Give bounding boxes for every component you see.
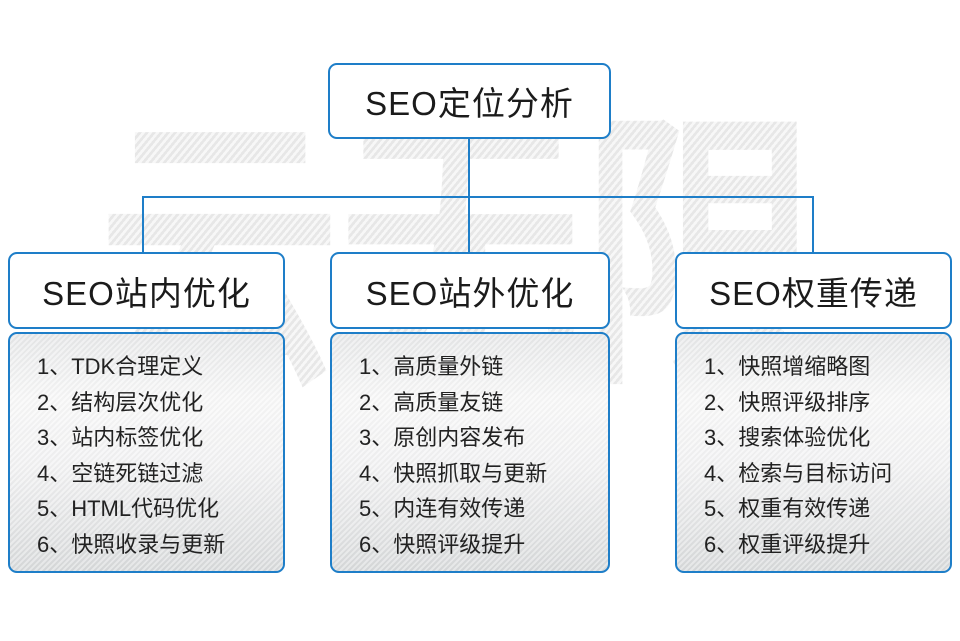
branch-node-offsite: SEO站外优化: [330, 252, 610, 329]
root-node: SEO定位分析: [328, 63, 611, 139]
list-item: 5、HTML代码优化: [37, 496, 220, 522]
panel-onsite-list: 1、TDK合理定义 2、结构层次优化 3、站内标签优化 4、空链死链过滤 5、HTML代…: [10, 334, 283, 563]
list-item: 5、权重有效传递: [704, 496, 871, 522]
connector-middle-vertical: [468, 197, 470, 253]
list-item: 6、快照收录与更新: [37, 531, 226, 557]
list-item: 1、高质量外链: [359, 354, 504, 379]
list-item: 4、检索与目标访问: [704, 460, 893, 486]
branch-node-onsite-label: SEO站内优化: [42, 274, 251, 312]
panel-offsite-list: 1、高质量外链 2、高质量友链 3、原创内容发布 4、快照抓取与更新 5、内连有效传递 6…: [332, 334, 608, 563]
list-item: 6、权重评级提升: [704, 531, 871, 557]
panel-weight-list: 1、快照增缩略图 2、快照评级排序 3、搜索体验优化 4、检索与目标访问 5、权重有效传…: [677, 334, 950, 563]
list-item: 2、高质量友链: [359, 389, 504, 415]
list-item: 1、快照增缩略图: [704, 354, 871, 379]
branch-node-offsite-label: SEO站外优化: [365, 274, 575, 312]
connector-left-vertical: [142, 197, 144, 253]
list-item: 2、结构层次优化: [37, 389, 204, 415]
list-item: 4、空链死链过滤: [37, 460, 204, 486]
panel-onsite: 1、TDK合理定义 2、结构层次优化 3、站内标签优化 4、空链死链过滤 5、HTML代…: [8, 332, 285, 573]
panel-weight: 1、快照增缩略图 2、快照评级排序 3、搜索体验优化 4、检索与目标访问 5、权重有效传…: [675, 332, 952, 573]
list-item: 5、内连有效传递: [359, 496, 526, 522]
list-item: 2、快照评级排序: [704, 389, 871, 415]
branch-node-onsite: SEO站内优化: [8, 252, 285, 329]
connector-root-vertical: [468, 139, 470, 197]
panel-offsite: 1、高质量外链 2、高质量友链 3、原创内容发布 4、快照抓取与更新 5、内连有效传递 6…: [330, 332, 610, 573]
list-item: 1、TDK合理定义: [37, 354, 204, 379]
list-item: 3、原创内容发布: [359, 425, 526, 451]
list-item: 6、快照评级提升: [359, 531, 526, 557]
root-node-label: SEO定位分析: [365, 85, 574, 122]
list-item: 3、站内标签优化: [37, 425, 204, 451]
list-item: 4、快照抓取与更新: [359, 460, 548, 486]
branch-node-weight: SEO权重传递: [675, 252, 952, 329]
list-item: 3、搜索体验优化: [704, 425, 871, 451]
connector-right-vertical: [812, 197, 814, 253]
connector-horizontal: [142, 196, 814, 198]
branch-node-weight-label: SEO权重传递: [709, 274, 918, 312]
